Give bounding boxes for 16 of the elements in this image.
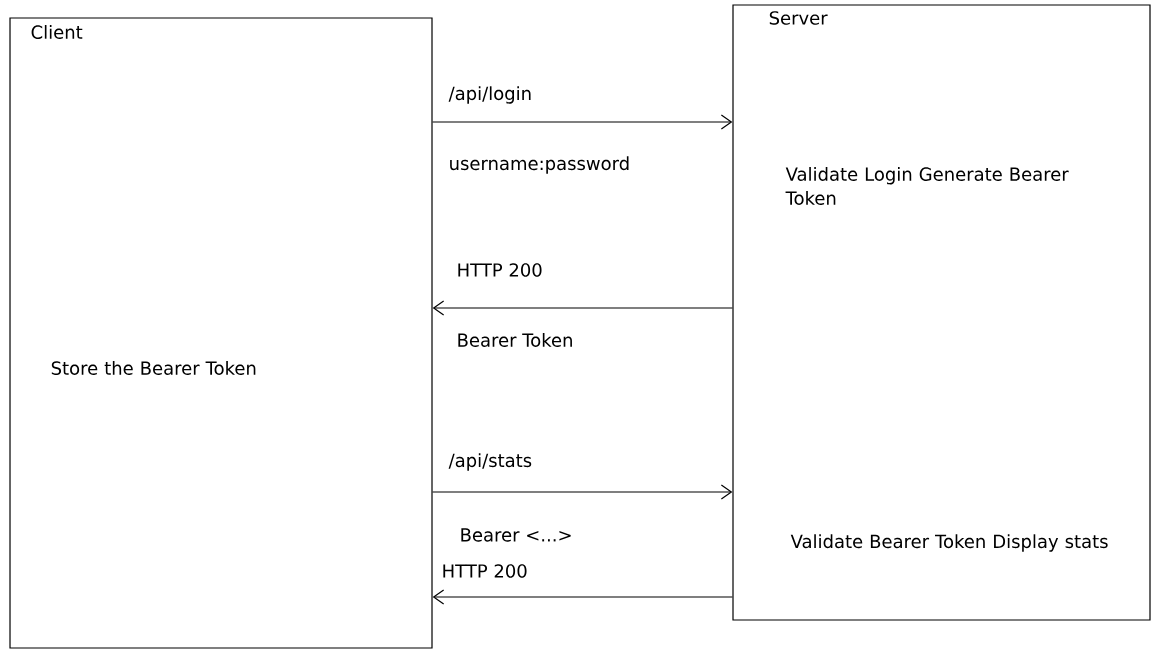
edge-label: HTTP 200 xyxy=(455,262,544,278)
arrow xyxy=(432,589,733,605)
box-text: Validate Bearer Token Display stats xyxy=(790,534,1108,552)
arrow xyxy=(432,484,733,500)
box-heading: Server xyxy=(769,11,828,25)
edge-label: /api/login xyxy=(447,85,534,105)
edge-label: HTTP 200 xyxy=(440,563,529,579)
box-text: Store the Bearer Token xyxy=(51,361,256,375)
box-text: Validate Login Generate Bearer Token xyxy=(785,167,1069,205)
message-text: username:password xyxy=(450,156,629,174)
arrow xyxy=(432,114,733,130)
edge-label: /api/stats xyxy=(447,452,534,472)
message-text: Bearer <...> xyxy=(461,528,571,542)
box-heading: Client xyxy=(31,25,83,39)
arrow xyxy=(432,300,733,316)
message-text: Bearer Token xyxy=(458,333,572,347)
